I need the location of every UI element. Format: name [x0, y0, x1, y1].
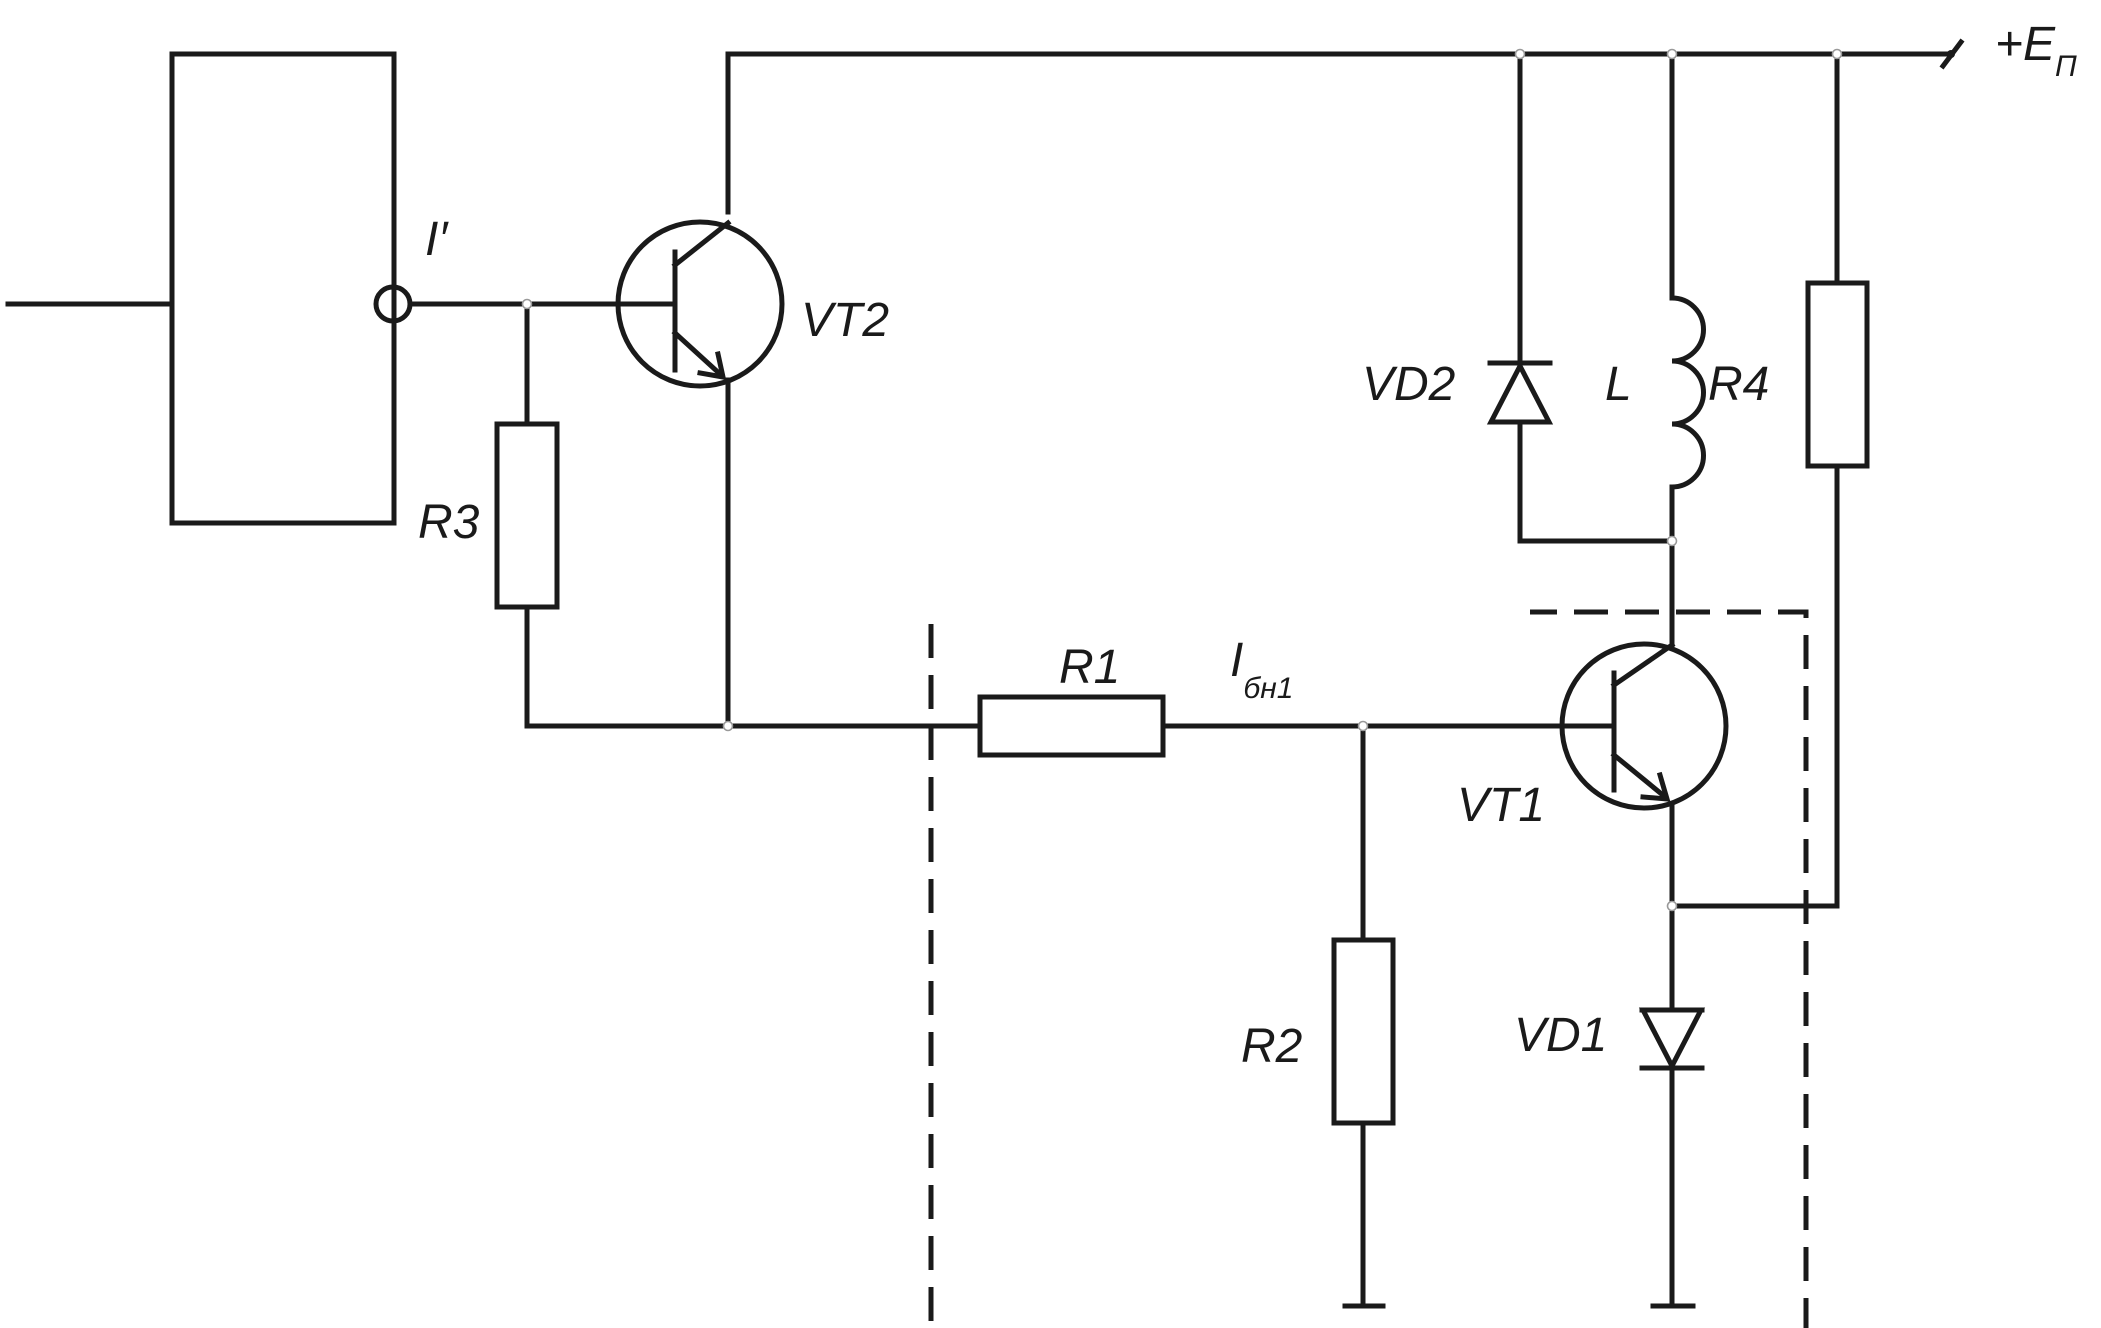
- junction-nodes: [521, 48, 1843, 912]
- node-vt2-emitter: [722, 720, 734, 732]
- l-coil: [1669, 295, 1706, 490]
- r3-body: [494, 421, 560, 610]
- resistor-r3: [494, 301, 983, 729]
- logic-block: [5, 51, 413, 526]
- vt1-emitter-lead: [1610, 751, 1668, 800]
- diode-vd1: [1638, 803, 1706, 1309]
- node-r4-rail: [1831, 48, 1843, 60]
- vt2-label: VT2: [801, 294, 889, 347]
- current-prime-label: I′: [425, 213, 449, 266]
- node-r4-emitter: [1666, 900, 1678, 912]
- r3-label: R3: [418, 496, 480, 549]
- r4-body: [1805, 280, 1870, 469]
- r1-body: [977, 694, 1166, 758]
- inductor-l: [1669, 51, 1706, 648]
- vt2-emitter-arrow: [697, 351, 727, 381]
- supply-terminal: [1947, 50, 1955, 58]
- supply-label: +EП: [1995, 18, 2077, 83]
- node-r3-top: [521, 298, 533, 310]
- vd1-label: VD1: [1514, 1009, 1607, 1062]
- r4-bottom-wire: [1669, 463, 1840, 909]
- resistor-r2: [1331, 723, 1396, 1309]
- vd1-triangle: [1638, 1007, 1706, 1072]
- vd2-triangle: [1486, 360, 1554, 425]
- vt1-emitter-arrow: [1640, 771, 1671, 802]
- vd2-label: VD2: [1362, 358, 1455, 411]
- logic-block-rect: [169, 51, 397, 526]
- vt1-collector-lead: [1610, 641, 1676, 689]
- r4-label: R4: [1708, 358, 1769, 411]
- l-label: L: [1605, 358, 1632, 411]
- r3-bottom-wire: [524, 604, 983, 729]
- vd2-bottom-wire: [1517, 419, 1675, 544]
- supply-rail-wire: [725, 51, 1953, 215]
- r2-body: [1331, 937, 1396, 1126]
- vt2-envelope: [615, 219, 785, 389]
- vt1-label: VT1: [1457, 779, 1545, 832]
- r2-label: R2: [1241, 1020, 1302, 1073]
- node-r2-top: [1357, 720, 1369, 732]
- diode-vd2: [1486, 51, 1675, 544]
- resistor-r1: [977, 694, 1617, 758]
- supply-rail: [725, 38, 1965, 215]
- transistor-vt2: [615, 219, 785, 729]
- resistor-r4: [1669, 51, 1870, 909]
- vt2-emitter-lead: [671, 329, 724, 378]
- vt1-envelope: [1559, 641, 1729, 811]
- node-l-rail: [1666, 48, 1678, 60]
- current-base-label: Iбн1: [1230, 634, 1293, 705]
- labels: +EП I′ VT2 R3 R1 Iбн1 VT1 R2 VD1 VD2 L R…: [418, 18, 2077, 1073]
- r1-label: R1: [1059, 641, 1120, 694]
- node-vd2-l: [1666, 535, 1678, 547]
- node-vd2-rail: [1514, 48, 1526, 60]
- vt2-collector-lead: [671, 219, 732, 269]
- transistor-vt1: [1559, 641, 1729, 811]
- dashed-boundary: [928, 609, 1809, 1328]
